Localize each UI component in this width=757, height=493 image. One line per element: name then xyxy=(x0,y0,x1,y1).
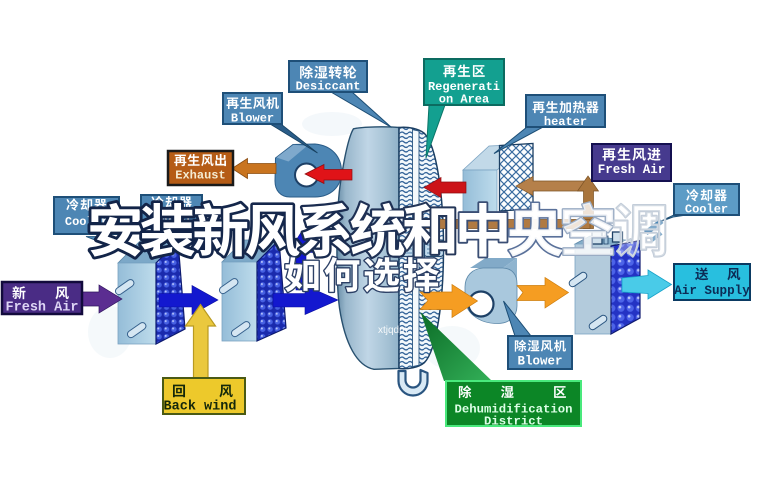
svg-text:Regenerati: Regenerati xyxy=(428,80,500,94)
svg-text:District: District xyxy=(484,415,543,429)
svg-text:heater: heater xyxy=(544,115,587,129)
svg-text:Blower: Blower xyxy=(231,111,274,125)
svg-text:Fresh Air: Fresh Air xyxy=(6,301,79,316)
svg-text:xtjqdm: xtjqdm xyxy=(378,325,407,336)
svg-text:Cooler: Cooler xyxy=(685,203,728,217)
svg-text:Desiccant: Desiccant xyxy=(296,80,361,94)
svg-text:Back wind: Back wind xyxy=(164,400,237,415)
svg-text:Fresh Air: Fresh Air xyxy=(598,163,666,177)
svg-text:Exhaust: Exhaust xyxy=(175,169,225,183)
svg-text:Dehumidification: Dehumidification xyxy=(454,403,572,417)
svg-text:on Area: on Area xyxy=(439,93,489,107)
svg-text:Air Supply: Air Supply xyxy=(674,284,750,298)
svg-text:Blower: Blower xyxy=(517,355,562,369)
